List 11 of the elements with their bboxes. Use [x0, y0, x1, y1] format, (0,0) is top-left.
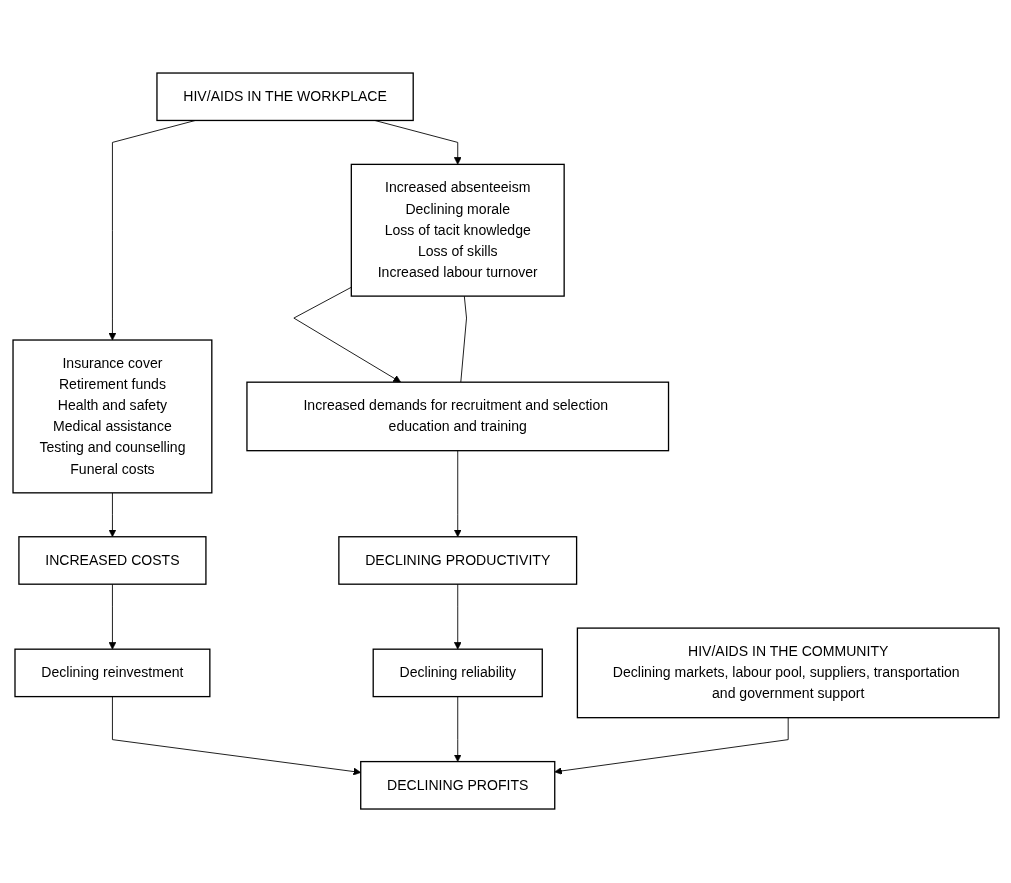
- node-box: Declining reinvestment: [13, 649, 210, 698]
- node-box: DECLINING PROFITS: [359, 761, 555, 811]
- node-box: Declining reliability: [372, 649, 543, 698]
- node-box: Insurance cover Retirement funds Health and safety Medical assistance Testing and counselling Funeral costs: [11, 339, 212, 494]
- node-box: INCREASED COSTS: [17, 536, 207, 586]
- node-box: Increased demands for recruitment and selection education and training: [245, 382, 669, 452]
- node-box: HIV/AIDS IN THE COMMUNITY Declining markets, labour pool, suppliers, transportation and government support: [576, 627, 1000, 719]
- connector: [459, 296, 467, 384]
- node-box: DECLINING PRODUCTIVITY: [337, 536, 577, 586]
- node-box: Increased absenteeism Declining morale Loss of tacit knowledge Loss of skills Increased labour turnover: [350, 164, 565, 298]
- node-box: HIV/AIDS IN THE WORKPLACE: [155, 72, 414, 122]
